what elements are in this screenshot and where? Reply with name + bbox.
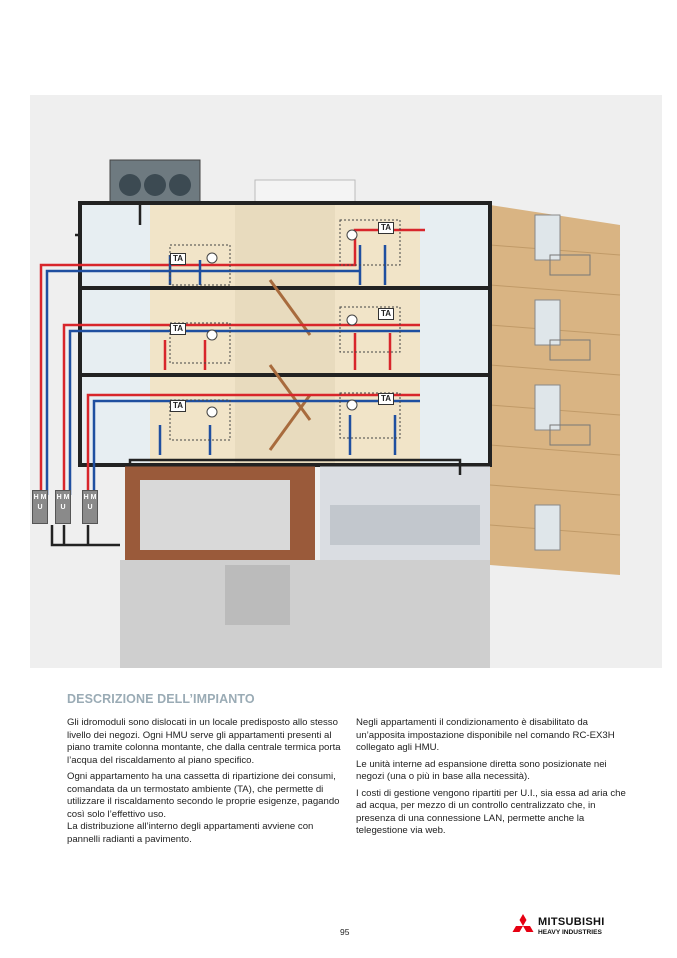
paragraph: La distribuzione all’interno degli appar… [67, 821, 314, 845]
basement [120, 560, 490, 668]
ta-label: TA [170, 253, 187, 265]
paragraph: Negli appartamenti il condizionamento è … [356, 717, 615, 753]
mitsubishi-logo: MITSUBISHI HEAVY INDUSTRIES [510, 913, 628, 939]
paragraph: I costi di gestione vengono ripartiti pe… [356, 787, 626, 837]
hmu-unit: H M U [82, 490, 98, 524]
section-title: DESCRIZIONE DELL’IMPIANTO [67, 692, 255, 706]
hmu-unit: H M U [32, 490, 48, 524]
ta-label: TA [378, 308, 395, 320]
ta-label: TA [170, 323, 187, 335]
page-number: 95 [340, 927, 350, 937]
building-system-illustration: TA TA TA TA TA TA H M U H M U H M U [30, 95, 662, 668]
ta-label: TA [378, 393, 395, 405]
logo-line1: MITSUBISHI [538, 916, 605, 928]
hmu-unit: H M U [55, 490, 71, 524]
paragraph: Ogni appartamento ha una cassetta di rip… [67, 771, 340, 820]
ta-label: TA [378, 222, 395, 234]
text-column-right: Negli appartamenti il condizionamento è … [356, 717, 636, 842]
three-diamonds-icon [512, 914, 534, 932]
text-column-left: Gli idromoduli sono dislocati in un loca… [67, 717, 342, 850]
paragraph: Le unità interne ad espansione diretta s… [356, 758, 607, 783]
ta-label: TA [170, 400, 187, 412]
paragraph: Gli idromoduli sono dislocati in un loca… [67, 717, 341, 766]
logo-line2: HEAVY INDUSTRIES [538, 929, 602, 936]
building-cutaway-drawing [39, 159, 621, 668]
